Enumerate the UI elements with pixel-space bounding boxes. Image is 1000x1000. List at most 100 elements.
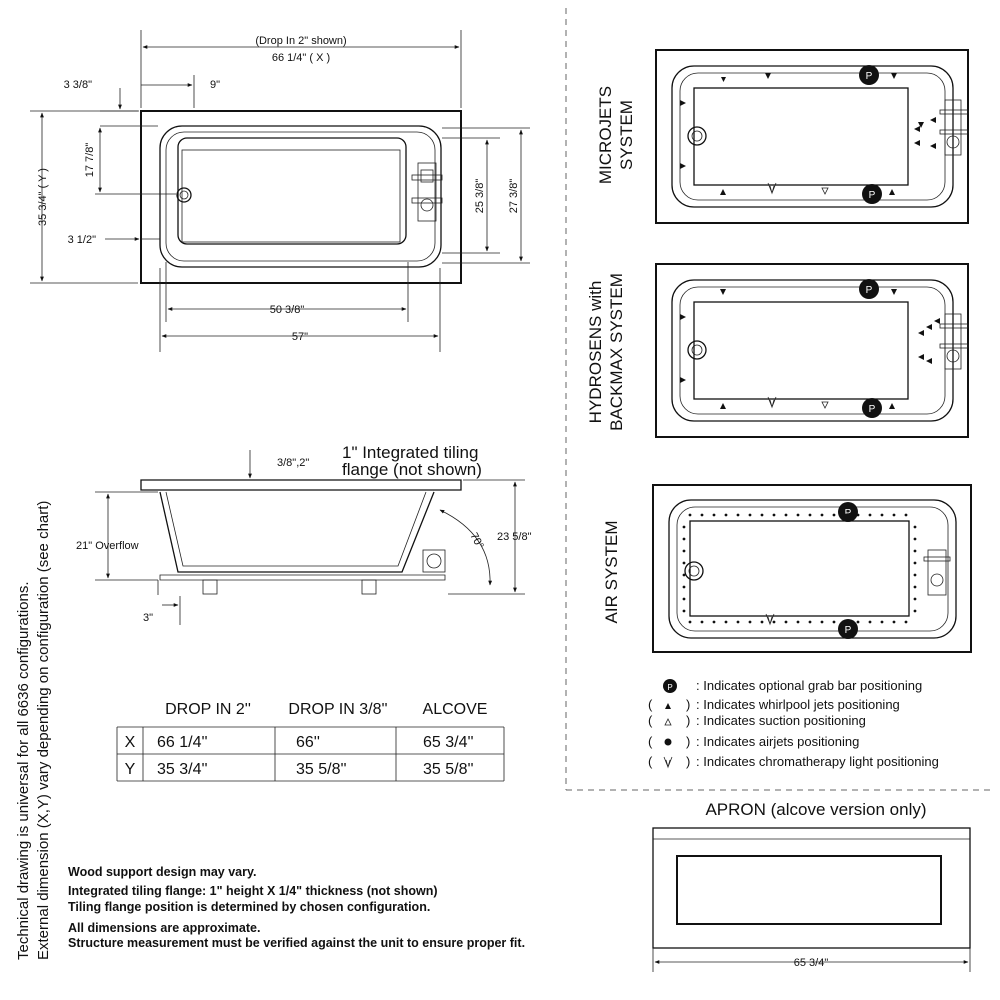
dim-3-1-2: 3 1/2" bbox=[68, 234, 96, 246]
airjet-dot bbox=[736, 513, 740, 517]
system-microjets: P P MICROJETS SYSTEM bbox=[596, 49, 969, 224]
legend-item: : Indicates optional grab bar positionin… bbox=[696, 678, 922, 693]
airjet-dot bbox=[913, 525, 917, 529]
legend-paren: ) bbox=[686, 734, 690, 749]
svg-text:P: P bbox=[667, 683, 672, 692]
airjet-dot bbox=[808, 513, 812, 517]
airjet-dot bbox=[748, 620, 752, 624]
note-line: Integrated tiling flange: 1" height X 1/… bbox=[68, 884, 438, 898]
dim-27-3-8: 27 3/8" bbox=[508, 179, 520, 214]
airjet-dot bbox=[712, 620, 716, 624]
side-view: 1" Integrated tiling flange (not shown) … bbox=[76, 443, 532, 625]
apron-width: 65 3/4" bbox=[794, 957, 829, 969]
grab-bar-label: P bbox=[869, 190, 876, 201]
system-name-line1: AIR SYSTEM bbox=[602, 521, 621, 624]
airjet-dot bbox=[880, 620, 884, 624]
dim-57: 57" bbox=[292, 331, 308, 343]
airjet-dot bbox=[913, 597, 917, 601]
system-name-line2: SYSTEM bbox=[617, 100, 636, 170]
airjet-dot bbox=[892, 513, 896, 517]
airjet-dot bbox=[892, 620, 896, 624]
airjet-dot bbox=[700, 620, 704, 624]
note-line: Tiling flange position is determined by … bbox=[68, 900, 430, 914]
airjet-dot bbox=[784, 620, 788, 624]
system-name-line1: HYDROSENS with bbox=[586, 281, 605, 424]
airjet-dot bbox=[682, 537, 686, 541]
side-note-line1: Technical drawing is universal for all 6… bbox=[15, 581, 32, 960]
airjet-dot bbox=[856, 513, 860, 517]
airjet-dot bbox=[682, 561, 686, 565]
note-line: Structure measurement must be verified a… bbox=[68, 936, 525, 950]
table-header: ALCOVE bbox=[423, 701, 488, 718]
airjet-dot bbox=[820, 513, 824, 517]
airjet-dot bbox=[748, 513, 752, 517]
airjet-dot bbox=[904, 620, 908, 624]
legend-item: : Indicates airjets positioning bbox=[696, 734, 859, 749]
height-label: 23 5/8" bbox=[497, 531, 532, 543]
dim-flange: 3/8",2" bbox=[277, 457, 309, 469]
legend-paren: ( bbox=[648, 734, 653, 749]
airjet-dot bbox=[913, 609, 917, 613]
airjet-dot bbox=[913, 537, 917, 541]
chromatherapy-light-icon bbox=[765, 613, 775, 626]
airjet-dot bbox=[904, 513, 908, 517]
dim-17-7-8: 17 7/8" bbox=[84, 143, 96, 178]
airjet-dot bbox=[868, 513, 872, 517]
airjet-dot bbox=[688, 513, 692, 517]
note-line: All dimensions are approximate. bbox=[68, 921, 260, 935]
table-cell: 66'' bbox=[296, 734, 320, 751]
legend: P : Indicates optional grab bar position… bbox=[648, 678, 939, 769]
dim-50-3-8: 50 3/8" bbox=[270, 304, 305, 316]
airjet-dot bbox=[796, 620, 800, 624]
y-dimension: 35 3/4" ( Y ) bbox=[37, 168, 49, 226]
faucet-icon bbox=[411, 162, 443, 222]
chromatherapy-light-icon bbox=[767, 182, 777, 195]
airjet-dot bbox=[724, 513, 728, 517]
system-name-line1: MICROJETS bbox=[596, 86, 615, 184]
dim-3-3-8: 3 3/8" bbox=[64, 79, 92, 91]
table-header: DROP IN 2'' bbox=[165, 701, 251, 718]
overflow-label: 21" Overflow bbox=[76, 540, 139, 552]
drain-icon bbox=[176, 187, 192, 203]
airjet-dot bbox=[913, 573, 917, 577]
airjet-dot bbox=[760, 620, 764, 624]
airjet-dot bbox=[772, 620, 776, 624]
airjet-dot bbox=[682, 549, 686, 553]
grab-bar-icon: P bbox=[663, 679, 677, 693]
airjet-dot bbox=[913, 561, 917, 565]
divider-lines bbox=[565, 8, 995, 791]
system-name-line2: BACKMAX SYSTEM bbox=[607, 273, 626, 431]
table-cell: 35 5/8'' bbox=[296, 761, 347, 778]
airjet-dots bbox=[682, 513, 917, 624]
notes: Wood support design may vary. Integrated… bbox=[68, 865, 525, 950]
grab-bar-label: P bbox=[845, 625, 852, 636]
grab-bar-label: P bbox=[869, 404, 876, 415]
top-view: (Drop In 2" shown) 66 1/4" ( X ) 3 3/8" … bbox=[30, 30, 530, 352]
legend-item: : Indicates whirlpool jets positioning bbox=[696, 697, 900, 712]
flange-label-line2: flange (not shown) bbox=[342, 460, 482, 479]
airjet-dot bbox=[913, 549, 917, 553]
tub-outline-top bbox=[140, 110, 462, 284]
airjet-dot bbox=[682, 597, 686, 601]
x-dimension: 66 1/4" ( X ) bbox=[272, 52, 330, 64]
airjet-dot bbox=[772, 513, 776, 517]
table-cell: 35 3/4'' bbox=[157, 761, 208, 778]
dim-25-3-8: 25 3/8" bbox=[474, 179, 486, 214]
airjet-dot bbox=[682, 573, 686, 577]
dimension-table: DROP IN 2'' DROP IN 3/8'' ALCOVE X 66 1/… bbox=[116, 701, 505, 782]
table-cell: Y bbox=[125, 761, 136, 778]
legend-paren: ) bbox=[686, 713, 690, 728]
legend-paren: ) bbox=[686, 697, 690, 712]
airjet-dot bbox=[844, 513, 848, 517]
system-hydrosens: P P HYDROSENS with BACKMAX SYSTEM bbox=[586, 263, 969, 438]
system-air: P P AIR SYSTEM bbox=[602, 484, 972, 653]
airjet-dot bbox=[784, 513, 788, 517]
apron-title: APRON (alcove version only) bbox=[705, 800, 926, 819]
pump-icon bbox=[422, 549, 446, 573]
table-cell: 35 5/8'' bbox=[423, 761, 474, 778]
airjet-dot bbox=[736, 620, 740, 624]
airjet-dot bbox=[880, 513, 884, 517]
grab-bar-label: P bbox=[866, 285, 873, 296]
airjet-dot bbox=[913, 585, 917, 589]
